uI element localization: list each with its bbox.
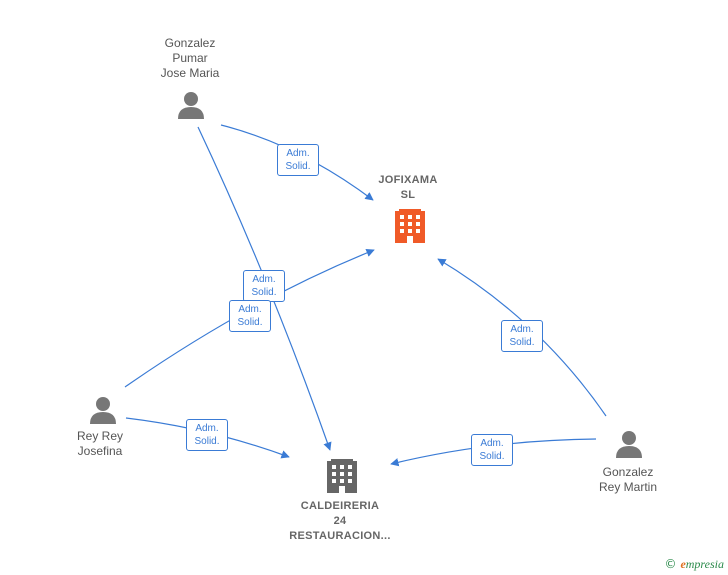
copyright-icon: © xyxy=(664,557,677,571)
label-line: JOFIXAMA xyxy=(378,174,438,186)
node-label-gonzalez-rey[interactable]: Gonzalez Rey Martin xyxy=(578,465,678,495)
label-line: Gonzalez xyxy=(164,36,216,50)
edge-label-line: Adm. xyxy=(510,324,534,335)
label-line: Gonzalez xyxy=(602,465,654,479)
node-label-gonzalez-pumar[interactable]: Gonzalez Pumar Jose Maria xyxy=(140,36,240,81)
edge-label[interactable]: Adm. Solid. xyxy=(229,300,271,332)
brand-e: e xyxy=(680,557,686,571)
edge-label[interactable]: Adm. Solid. xyxy=(186,419,228,451)
label-line: Jose Maria xyxy=(160,66,220,80)
edge-label-line: Adm. xyxy=(238,304,262,315)
edge-label[interactable]: Adm. Solid. xyxy=(471,434,513,466)
node-label-caldeireria[interactable]: CALDEIRERIA 24 RESTAURACION... xyxy=(280,499,400,544)
person-icon[interactable] xyxy=(90,397,116,424)
building-icon-main[interactable] xyxy=(395,209,425,243)
edge-label-line: Solid. xyxy=(194,436,220,447)
label-line: Josefina xyxy=(77,444,123,458)
edge-label-line: Solid. xyxy=(251,287,277,298)
edge-label-line: Solid. xyxy=(285,161,311,172)
edge-label-line: Solid. xyxy=(237,317,263,328)
label-line: CALDEIRERIA xyxy=(300,500,380,512)
person-icon[interactable] xyxy=(178,92,204,119)
label-line: Rey Martin xyxy=(598,480,657,494)
edge-label-line: Solid. xyxy=(479,451,505,462)
person-icon[interactable] xyxy=(616,431,642,458)
label-line: SL xyxy=(400,189,416,201)
brand-logo: ©empresia xyxy=(664,557,724,572)
label-line: Pumar xyxy=(172,51,208,65)
edge-label-line: Adm. xyxy=(252,274,276,285)
label-line: RESTAURACION... xyxy=(289,530,391,542)
brand-name: mpresia xyxy=(685,557,724,571)
label-line: 24 xyxy=(333,515,347,527)
edge-label[interactable]: Adm. Solid. xyxy=(277,144,319,176)
edge-label[interactable]: Adm. Solid. xyxy=(501,320,543,352)
edge-label-line: Solid. xyxy=(509,337,535,348)
edge-label-line: Adm. xyxy=(195,423,219,434)
node-label-rey-rey[interactable]: Rey Rey Josefina xyxy=(50,429,150,459)
building-icon[interactable] xyxy=(327,459,357,493)
edge-label-line: Adm. xyxy=(286,148,310,159)
edge-label-line: Adm. xyxy=(480,438,504,449)
label-line: Rey Rey xyxy=(76,429,123,443)
edge-label[interactable]: Adm. Solid. xyxy=(243,270,285,302)
node-label-jofixama[interactable]: JOFIXAMA SL xyxy=(358,173,458,203)
